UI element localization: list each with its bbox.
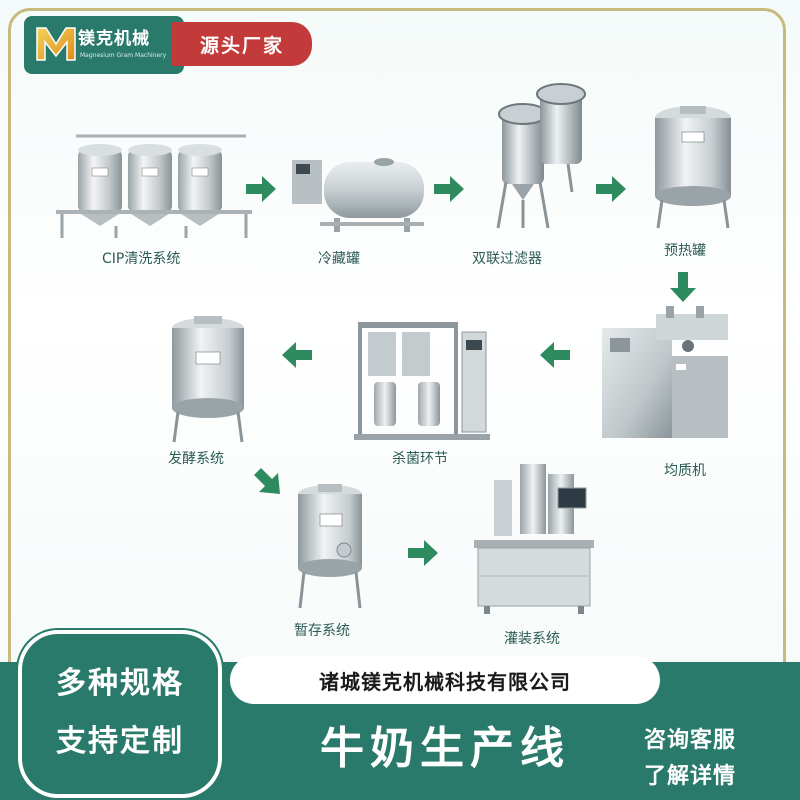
brand-tagline: Magnesium Gram Machinery xyxy=(80,52,167,59)
arrow-right-icon xyxy=(408,540,438,566)
equipment-label-preheat-tank: 预热罐 xyxy=(664,243,706,259)
product-title: 牛奶生产线 xyxy=(320,723,570,774)
duplex-filter-image xyxy=(496,83,586,229)
refrigerated-tank-image xyxy=(292,158,424,232)
preheat-tank-image xyxy=(655,106,731,229)
source-factory-tag: 源头厂家 xyxy=(172,22,312,66)
storage-tank-image xyxy=(298,484,362,609)
brand-name: 镁克机械 xyxy=(78,29,150,49)
sterilization-unit-image xyxy=(354,322,490,440)
spec-line-1: 多种规格 xyxy=(56,666,184,701)
equipment-label-filling: 灌装系统 xyxy=(504,631,560,647)
arrow-left-icon xyxy=(540,342,570,368)
equipment-label-cip: CIP清洗系统 xyxy=(102,251,181,267)
brand-bar: 镁克机械 Magnesium Gram Machinery 源头厂家 xyxy=(14,12,312,74)
arrow-right-icon xyxy=(434,176,464,202)
equipment-label-duplex-filter: 双联过滤器 xyxy=(472,251,542,267)
logo-box[interactable]: 镁克机械 Magnesium Gram Machinery xyxy=(24,16,184,74)
arrow-left-icon xyxy=(282,342,312,368)
spec-line-2: 支持定制 xyxy=(56,724,184,759)
consult-line-1[interactable]: 咨询客服 xyxy=(643,728,736,753)
equipment-label-homogenizer: 均质机 xyxy=(664,463,706,479)
equipment-label-storage: 暂存系统 xyxy=(294,623,350,639)
filling-machine-image xyxy=(474,464,594,614)
cip-system-image xyxy=(56,134,252,238)
consult-line-2[interactable]: 了解详情 xyxy=(643,764,736,789)
spec-badge: 多种规格 支持定制 xyxy=(18,630,222,798)
equipment-label-refrigerated-tank: 冷藏罐 xyxy=(318,251,360,267)
company-name-banner: 诸城镁克机械科技有限公司 xyxy=(230,656,660,704)
arrow-right-icon xyxy=(246,176,276,202)
fermentation-tank-image xyxy=(172,316,244,443)
arrow-right-icon xyxy=(596,176,626,202)
arrow-down-right-icon xyxy=(254,468,280,494)
homogenizer-image xyxy=(602,306,728,438)
arrow-down-icon xyxy=(670,272,696,302)
brand-logo-icon xyxy=(36,27,76,61)
equipment-label-fermentation: 发酵系统 xyxy=(168,451,224,467)
equipment-label-sterilization: 杀菌环节 xyxy=(392,451,448,467)
